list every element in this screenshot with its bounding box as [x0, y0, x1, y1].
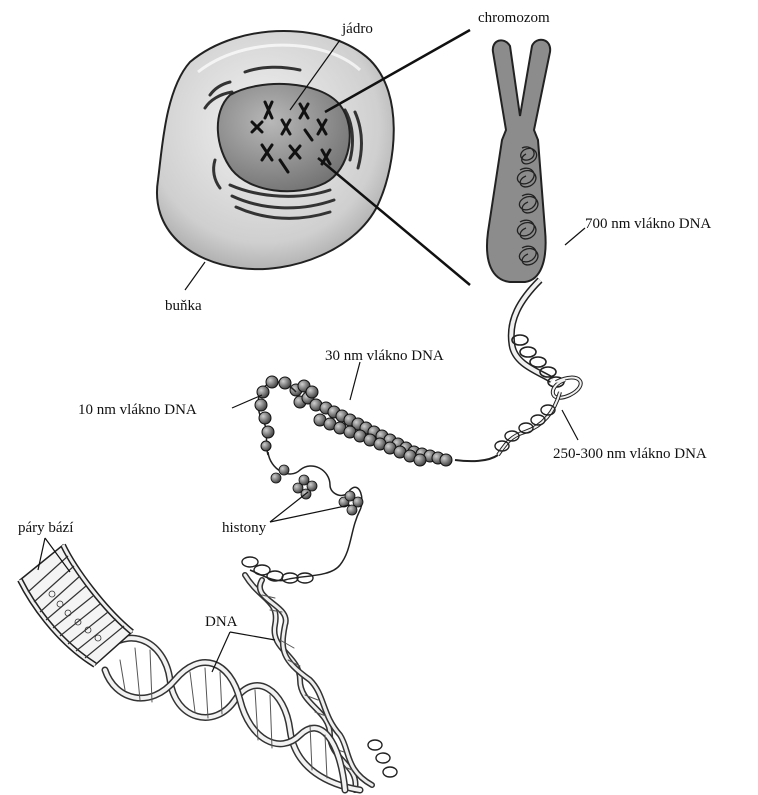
- fiber-250-300nm: [455, 280, 581, 461]
- label-fiber-700: 700 nm vlákno DNA: [585, 216, 711, 232]
- dna-pointer-2: [230, 632, 275, 640]
- label-histones: histony: [222, 520, 267, 536]
- histone-clusters: [250, 452, 363, 581]
- fiber-700-pointer: [565, 228, 585, 245]
- fiber-10nm: [255, 376, 296, 455]
- label-fiber-10: 10 nm vlákno DNA: [78, 402, 197, 418]
- dna-double-helix: [95, 557, 397, 790]
- cell-pointer: [185, 262, 205, 290]
- chromosome-shape: [487, 40, 550, 282]
- fiber-250-pointer: [562, 410, 578, 440]
- cell: [157, 31, 394, 269]
- base-pair-ladder: [20, 538, 132, 665]
- histones-pointer-2: [270, 505, 350, 522]
- chromosome: [487, 40, 550, 282]
- fiber-30nm: [290, 380, 452, 466]
- label-nucleus: jádro: [341, 21, 373, 37]
- label-dna: DNA: [205, 614, 238, 630]
- label-fiber-30: 30 nm vlákno DNA: [325, 348, 444, 364]
- fiber-30-pointer: [350, 362, 360, 400]
- label-chromosome: chromozom: [478, 10, 550, 26]
- label-cell: buňka: [165, 298, 202, 314]
- nucleus: [218, 84, 350, 191]
- label-base-pairs: páry bází: [18, 520, 73, 536]
- label-fiber-250: 250-300 nm vlákno DNA: [553, 446, 707, 462]
